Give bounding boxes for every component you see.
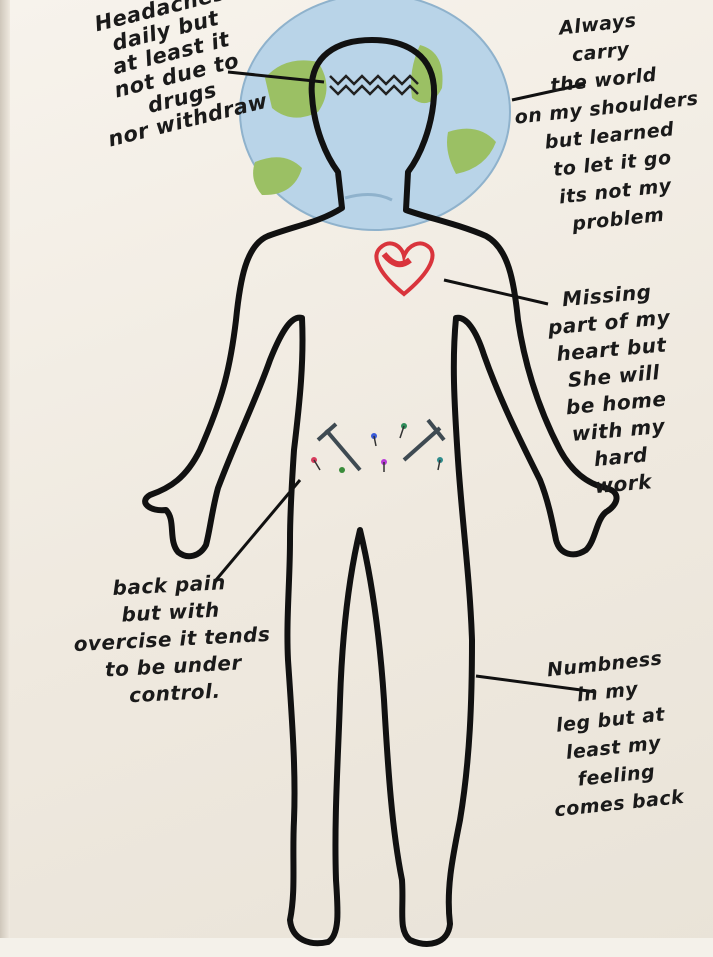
annotation-numbness: Numbness in my leg but at least my feeli… [506,640,713,828]
annotation-heart: Missing part of my heart but She will be… [511,274,713,506]
annotation-back-pain: back pain but with overcise it tends to … [29,565,316,714]
heart-icon [376,243,432,294]
annotation-world: Always carry the world on my shoulders b… [497,0,713,244]
dagger-right-icon [404,420,444,460]
dagger-left-icon [318,424,360,470]
